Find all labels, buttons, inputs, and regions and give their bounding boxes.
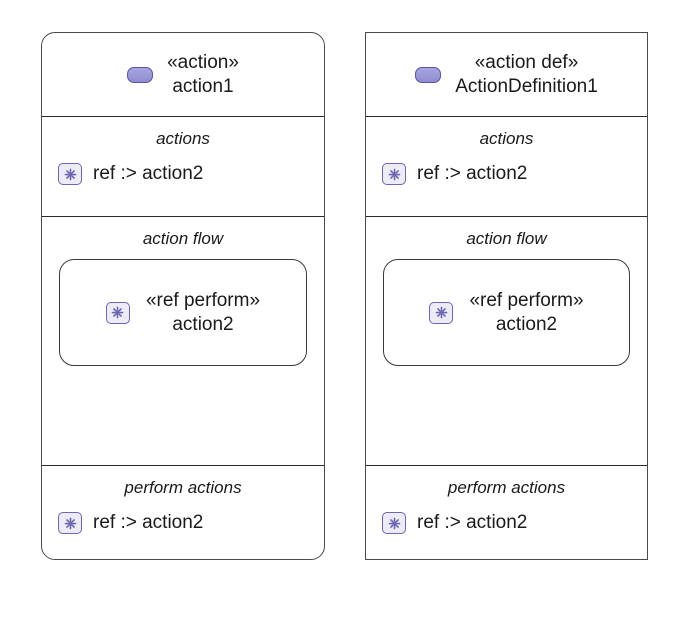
panel-body: «action» action1 actions (42, 33, 324, 559)
compartment-title: action flow (466, 229, 547, 248)
compartment-title: perform actions (124, 478, 242, 497)
compartment-title: perform actions (447, 478, 566, 497)
action-pill-icon (415, 66, 442, 83)
nested-box-text: «ref perform» action2 (469, 289, 583, 337)
ref-asterisk-icon (382, 163, 406, 185)
header-row: «action def» ActionDefinition1 (366, 33, 647, 116)
panel-header-compartment: «action» action1 (42, 33, 324, 116)
list-item[interactable]: ref :> action2 (366, 149, 647, 185)
header-name: ActionDefinition1 (455, 75, 598, 97)
header-text: «action def» ActionDefinition1 (455, 51, 598, 99)
list-item[interactable]: ref :> action2 (42, 149, 324, 185)
nested-box-name: action2 (172, 313, 234, 335)
header-stereotype: «action» (167, 51, 239, 73)
compartment-title: actions (156, 129, 210, 148)
ref-asterisk-icon (58, 163, 82, 185)
panel-body: «action def» ActionDefinition1 actions (366, 33, 647, 559)
list-item[interactable]: ref :> action2 (366, 498, 647, 534)
action-flow-compartment: action flow (366, 216, 647, 465)
nested-action-box[interactable]: «ref perform» action2 (59, 259, 307, 366)
list-item[interactable]: ref :> action2 (42, 498, 324, 534)
header-name: action1 (172, 75, 234, 97)
ref-asterisk-icon (429, 301, 454, 324)
ref-asterisk-icon (382, 512, 406, 534)
perform-actions-compartment: perform actions (42, 465, 324, 559)
panel-header-compartment: «action def» ActionDefinition1 (366, 33, 647, 116)
ref-asterisk-icon (58, 512, 82, 534)
header-stereotype: «action def» (474, 51, 579, 73)
action-definition-panel[interactable]: «action def» ActionDefinition1 actions (365, 32, 648, 560)
header-text: «action» action1 (167, 51, 239, 99)
compartment-title: actions (479, 129, 534, 148)
nested-action-box[interactable]: «ref perform» action2 (383, 259, 630, 366)
feature-label: ref :> action2 (93, 163, 204, 184)
feature-label: ref :> action2 (417, 163, 528, 184)
perform-actions-compartment: perform actions (366, 465, 647, 559)
header-row: «action» action1 (42, 33, 324, 116)
actions-compartment: actions (42, 116, 324, 216)
compartment-title: action flow (142, 229, 224, 248)
nested-box-name: action2 (495, 313, 558, 335)
action-pill-icon (127, 66, 154, 83)
action-usage-panel[interactable]: «action» action1 actions (41, 32, 325, 560)
action-flow-compartment: action flow (42, 216, 324, 465)
ref-asterisk-icon (105, 301, 130, 324)
actions-compartment: actions (366, 116, 647, 216)
nested-box-stereotype: «ref perform» (469, 289, 584, 311)
nested-box-text: «ref perform» action2 (146, 289, 260, 337)
nested-box-stereotype: «ref perform» (145, 289, 261, 311)
feature-label: ref :> action2 (417, 512, 528, 533)
feature-label: ref :> action2 (93, 512, 204, 533)
